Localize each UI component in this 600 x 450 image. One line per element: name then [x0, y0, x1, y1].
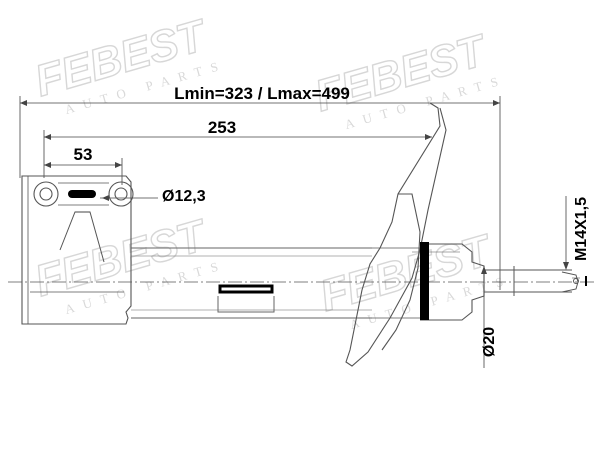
mount-hole-right — [114, 187, 128, 201]
mount-offset-dimension: 53 — [44, 145, 123, 185]
dust-seal — [420, 242, 429, 320]
piston-rod — [484, 266, 580, 296]
hole-diameter-label: Ø12,3 — [162, 188, 206, 205]
rod-diameter-label: Ø20 — [481, 327, 498, 357]
lower-mount-bracket — [21, 175, 134, 325]
length-dimension: Lmin=323 / Lmax=499 — [19, 84, 501, 290]
mount-boss-right — [108, 181, 134, 207]
thread-size-label: M14X1,5 — [573, 197, 590, 261]
damper-body — [131, 247, 372, 319]
rod-diameter-dimension: Ø20 — [481, 266, 498, 368]
thread-dimension: M14X1,5 — [563, 196, 590, 270]
hole-diameter-dimension: Ø12,3 — [100, 188, 206, 205]
slot-hole — [68, 190, 96, 198]
mount-boss-left — [33, 181, 59, 207]
bracket-to-seat-label: 253 — [208, 118, 236, 137]
mount-offset-label: 53 — [74, 145, 93, 164]
length-range-label: Lmin=323 / Lmax=499 — [174, 84, 350, 103]
stabilizer-link-bracket — [218, 284, 274, 294]
mount-hole-left — [39, 187, 53, 201]
bracket-to-seat-dimension: 253 — [43, 118, 432, 178]
